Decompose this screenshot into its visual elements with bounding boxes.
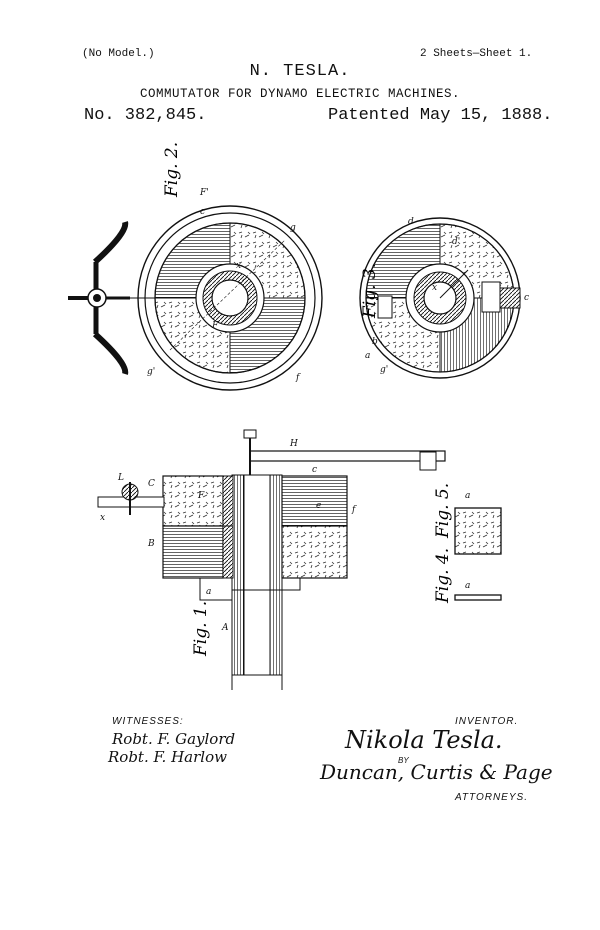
witness-2-signature: Robt. F. Harlow — [108, 748, 227, 766]
fig-4-label: Fig. 4. — [433, 548, 453, 604]
sheet-number: 2 Sheets—Sheet 1. — [420, 48, 533, 60]
fig-5-label: Fig. 5. — [433, 483, 453, 539]
attorneys-label: ATTORNEYS. — [455, 792, 528, 803]
fig2-letter-f: f — [295, 373, 301, 383]
fig1-letter-A: A — [221, 623, 229, 633]
figure-5: Fig. 5. a — [433, 483, 502, 555]
fig3-letter-d-prime: d' — [452, 237, 460, 247]
fig3-letter-b: b — [372, 337, 378, 347]
witnesses-label: WITNESSES: — [112, 716, 184, 727]
inventor-name: N. TESLA. — [249, 62, 351, 81]
fig3-letter-x: x — [432, 283, 437, 293]
fig1-letter-F: F — [197, 491, 205, 501]
fig1-letter-x: x — [100, 513, 105, 523]
inventor-label: INVENTOR. — [455, 716, 519, 727]
fig-1-label: Fig. 1. — [191, 601, 211, 657]
fig1-letter-L: L — [117, 473, 124, 483]
fig3-letter-a: a — [365, 351, 370, 361]
fig3-letter-c: c — [524, 293, 529, 303]
patent-number: No. 382,845. — [84, 106, 207, 125]
witness-1-signature: Robt. F. Gaylord — [112, 730, 236, 748]
fig3-letter-d: d — [408, 217, 414, 227]
fig2-letter-g-prime: g' — [147, 367, 155, 377]
patent-title: COMMUTATOR FOR DYNAMO ELECTRIC MACHINES. — [139, 87, 461, 101]
figure-4: Fig. 4. a — [433, 548, 502, 604]
fig5-letter-a: a — [465, 491, 470, 501]
fig4-letter-a: a — [465, 581, 470, 591]
fig2-letter-F: F — [211, 321, 219, 331]
fig2-letter-g: g — [290, 223, 296, 233]
fig1-letter-f: f — [351, 505, 357, 515]
fig-3-label: Fig. 3. — [360, 263, 380, 319]
fig1-letter-B: B — [147, 539, 155, 549]
by-label: BY — [398, 756, 409, 765]
figure-3: Fig. 3. d d' g' a b c x — [359, 217, 529, 379]
fig1-letter-H: H — [289, 439, 298, 449]
no-model-note: (No Model.) — [82, 48, 155, 60]
fig1-letter-c: c — [312, 465, 317, 475]
fig1-letter-C: C — [148, 479, 155, 489]
fig1-letter-a: a — [206, 587, 211, 597]
fig2-letter-x: x — [236, 261, 241, 271]
figure-2: Fig. 2. F' c g x F f g' — [68, 142, 323, 391]
fig2-letter-c: c — [200, 207, 205, 217]
fig3-letter-g-prime: g' — [380, 365, 388, 375]
attorneys-signature: Duncan, Curtis & Page — [320, 760, 553, 784]
patent-date: Patented May 15, 1888. — [328, 106, 553, 125]
fig2-letter-F-prime: F' — [199, 188, 209, 198]
inventor-signature: Nikola Tesla. — [345, 726, 503, 754]
fig-2-label: Fig. 2. — [162, 142, 182, 198]
fig1-letter-e: e — [316, 501, 321, 511]
figure-1: Fig. 1. H L C B F c e f a A x — [97, 429, 446, 690]
